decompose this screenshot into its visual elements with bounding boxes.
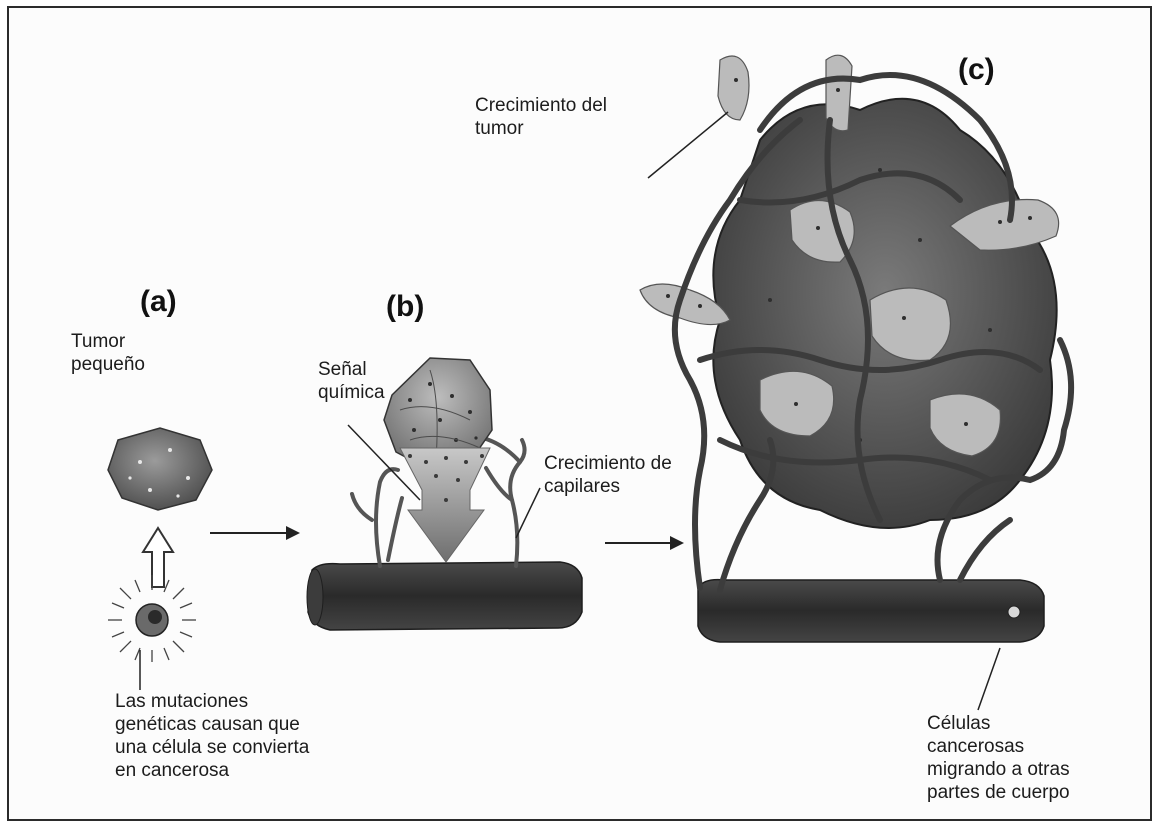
panel-label-b: (b): [386, 290, 424, 324]
label-capillary-growth: Crecimiento de capilares: [544, 452, 672, 498]
panel-label-c: (c): [958, 53, 995, 87]
label-migrating-cells: Células cancerosas migrando a otras part…: [927, 712, 1070, 804]
hollow-up-arrow: [143, 528, 173, 587]
label-small-tumor: Tumor pequeño: [71, 330, 145, 376]
blood-vessel-b: [307, 562, 582, 630]
chemical-signal-arrow: [400, 448, 490, 562]
blood-vessel-c: [698, 580, 1044, 642]
arrow-b-to-c: [605, 536, 684, 550]
panel-label-a: (a): [140, 285, 177, 319]
small-tumor-illustration: [108, 428, 212, 510]
mutated-cell-icon: [108, 575, 196, 690]
arrow-a-to-b: [210, 526, 300, 540]
label-tumor-growth: Crecimiento del tumor: [475, 94, 607, 140]
label-chemical-signal: Señal química: [318, 358, 385, 404]
label-mutations: Las mutaciones genéticas causan que una …: [115, 690, 309, 782]
